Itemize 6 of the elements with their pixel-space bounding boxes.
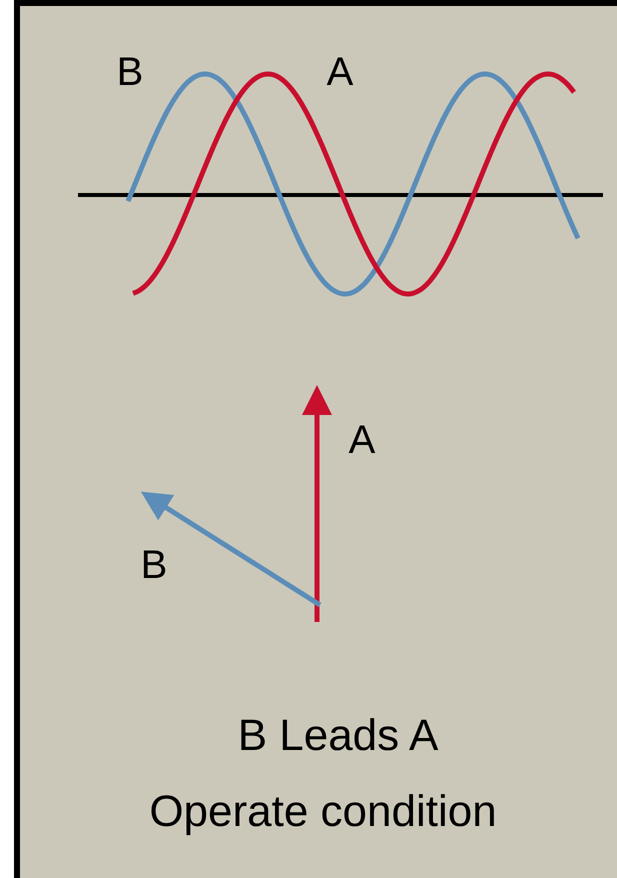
phasor-label: B — [140, 545, 168, 585]
phasor-label: A — [348, 420, 376, 460]
wave-label: A — [326, 52, 354, 92]
caption-text: Operate condition — [149, 790, 497, 834]
caption-text: B Leads A — [238, 714, 438, 758]
wave-label: B — [116, 52, 144, 92]
